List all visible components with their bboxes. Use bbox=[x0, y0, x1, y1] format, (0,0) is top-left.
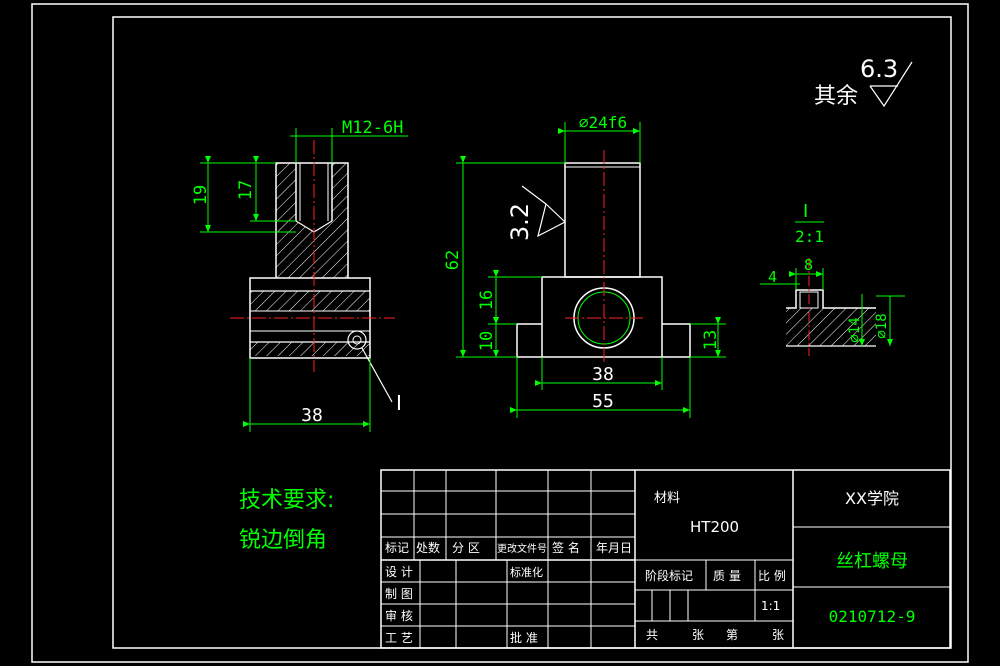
dim-38-front: 38 bbox=[301, 405, 323, 426]
part-name: 丝杠螺母 bbox=[836, 551, 908, 572]
rev-header-date: 年月日 bbox=[596, 541, 632, 555]
tech-req-item: 锐边倒角 bbox=[239, 528, 327, 553]
dim-17: 17 bbox=[236, 180, 256, 200]
rev-header-doc: 更改文件号 bbox=[497, 542, 547, 555]
drawing-number: 0210712-9 bbox=[829, 607, 916, 626]
sheets-label: 张 bbox=[692, 628, 704, 642]
surface-finish-label: 其余 bbox=[814, 84, 858, 109]
dim-38-side: 38 bbox=[592, 364, 614, 385]
detail-phi14: ⌀14 bbox=[847, 317, 863, 342]
side-view: ⌀24f6 3.2 62 16 10 13 38 55 bbox=[443, 113, 726, 418]
detail-scale: 2:1 bbox=[795, 227, 824, 246]
dim-10: 10 bbox=[477, 331, 497, 351]
surface-finish-value: 6.3 bbox=[860, 55, 898, 83]
roughness-symbol bbox=[869, 61, 913, 108]
detail-view: I 2:1 8 4 ⌀14 ⌀18 bbox=[760, 201, 905, 356]
roughness-value: 3.2 bbox=[506, 203, 534, 241]
title-block bbox=[380, 469, 951, 649]
dim-62: 62 bbox=[443, 250, 463, 270]
approve-label: 批 准 bbox=[510, 630, 538, 645]
dim-13: 13 bbox=[701, 330, 721, 350]
weight-label: 质 量 bbox=[713, 569, 741, 583]
rev-header-sign: 签 名 bbox=[552, 540, 580, 555]
detail-label: I bbox=[803, 201, 808, 222]
dim-16: 16 bbox=[477, 290, 497, 310]
material-label: 材料 bbox=[654, 491, 680, 506]
title-block-text: 标记 处数 分 区 更改文件号 签 名 年月日 设 计 标准化 制 图 审 核 … bbox=[385, 489, 915, 645]
detail-dim-8: 8 bbox=[804, 256, 813, 274]
stage-mark-label: 阶段标记 bbox=[645, 568, 693, 583]
rev-header-count: 处数 bbox=[416, 540, 440, 555]
detail-dim-4: 4 bbox=[768, 268, 777, 286]
scale-label: 比 例 bbox=[758, 569, 786, 583]
tech-req-title: 技术要求: bbox=[239, 488, 334, 513]
rev-header-mark: 标记 bbox=[385, 541, 409, 555]
sheet-no-label: 第 bbox=[726, 628, 738, 642]
detail-circle bbox=[347, 330, 367, 350]
sheet-label: 张 bbox=[772, 628, 784, 642]
dim-55: 55 bbox=[592, 391, 614, 412]
process-label: 工 艺 bbox=[385, 631, 413, 645]
shaft-diameter: ⌀24f6 bbox=[579, 113, 627, 132]
detail-phi18: ⌀18 bbox=[874, 313, 890, 338]
scale-value: 1:1 bbox=[761, 599, 780, 613]
standardize-label: 标准化 bbox=[510, 565, 543, 579]
total-label: 共 bbox=[646, 628, 658, 642]
dim-19: 19 bbox=[191, 185, 211, 205]
technical-requirements: 技术要求: 锐边倒角 bbox=[239, 488, 334, 553]
front-view: I M12-6H 19 17 38 bbox=[191, 118, 408, 432]
drafting-label: 制 图 bbox=[385, 587, 413, 601]
sheet-border bbox=[31, 3, 969, 663]
thread-dimension: M12-6H bbox=[342, 118, 403, 138]
school-name: XX学院 bbox=[845, 489, 899, 508]
rev-header-zone: 分 区 bbox=[452, 541, 480, 555]
surface-finish-note: 其余 6.3 bbox=[814, 55, 913, 109]
material-value: HT200 bbox=[690, 518, 739, 536]
design-label: 设 计 bbox=[385, 565, 413, 579]
review-label: 审 核 bbox=[385, 608, 413, 623]
detail-marker-label: I bbox=[396, 391, 402, 415]
